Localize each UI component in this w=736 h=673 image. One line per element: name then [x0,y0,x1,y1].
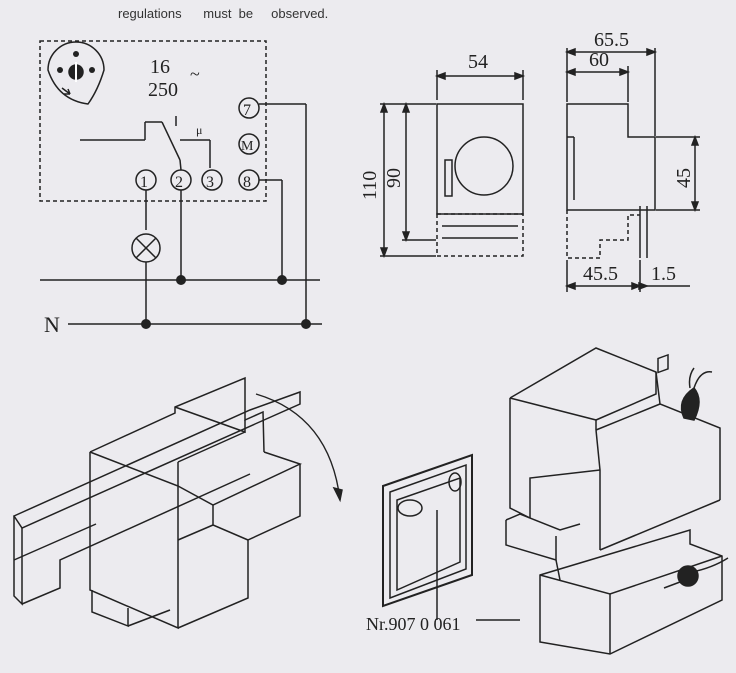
rating-current: 16 [150,56,170,78]
svg-text:3: 3 [206,174,214,191]
switch-contact [80,116,211,168]
wiring-diagram: 16 250 ~ μ 1 2 3 7 [39,40,322,337]
screwdriver-top-icon [680,367,713,421]
rating-voltage: 250 [148,79,178,101]
contact-symbol: μ [196,123,202,137]
front-body-height-dimension: 90 [383,168,405,188]
ac-symbol: ~ [190,64,200,84]
terminal-3: 3 [201,169,223,191]
side-front-height-dimension: 45 [673,168,695,188]
svg-text:8: 8 [243,174,251,191]
top-note: regulations must be observed. [118,6,329,21]
terminal-1: 1 [135,169,157,191]
front-width-dimension: 54 [468,51,488,73]
side-base-depth-dimension: 45.5 [583,263,618,285]
module-release-illustration [505,347,729,655]
svg-text:M: M [241,139,254,154]
dial-icon [47,41,105,105]
side-total-depth-dimension: 65.5 [594,29,629,51]
svg-text:7: 7 [243,102,251,119]
terminal-7: 7 [238,97,260,119]
lamp-icon [131,233,161,263]
rail-offset-dimension: 1.5 [651,263,676,285]
cover-part-number: Nr.907 0 061 [366,614,461,634]
motor-symbol: M [238,133,260,155]
terminal-8: 8 [238,169,260,191]
front-total-height-dimension: 110 [359,171,381,200]
side-top-depth-dimension: 60 [589,49,609,71]
svg-text:2: 2 [175,174,183,191]
front-view: 54 110 90 [359,51,526,259]
side-view: 65.5 60 45 45.5 1.5 [564,29,700,292]
terminal-2: 2 [170,169,192,191]
cover-plate-illustration: Nr.907 0 061 [366,453,520,634]
rail-mounting-illustration [12,376,343,630]
svg-text:1: 1 [140,174,148,191]
neutral-label: N [44,312,60,337]
device-outline [39,40,267,202]
